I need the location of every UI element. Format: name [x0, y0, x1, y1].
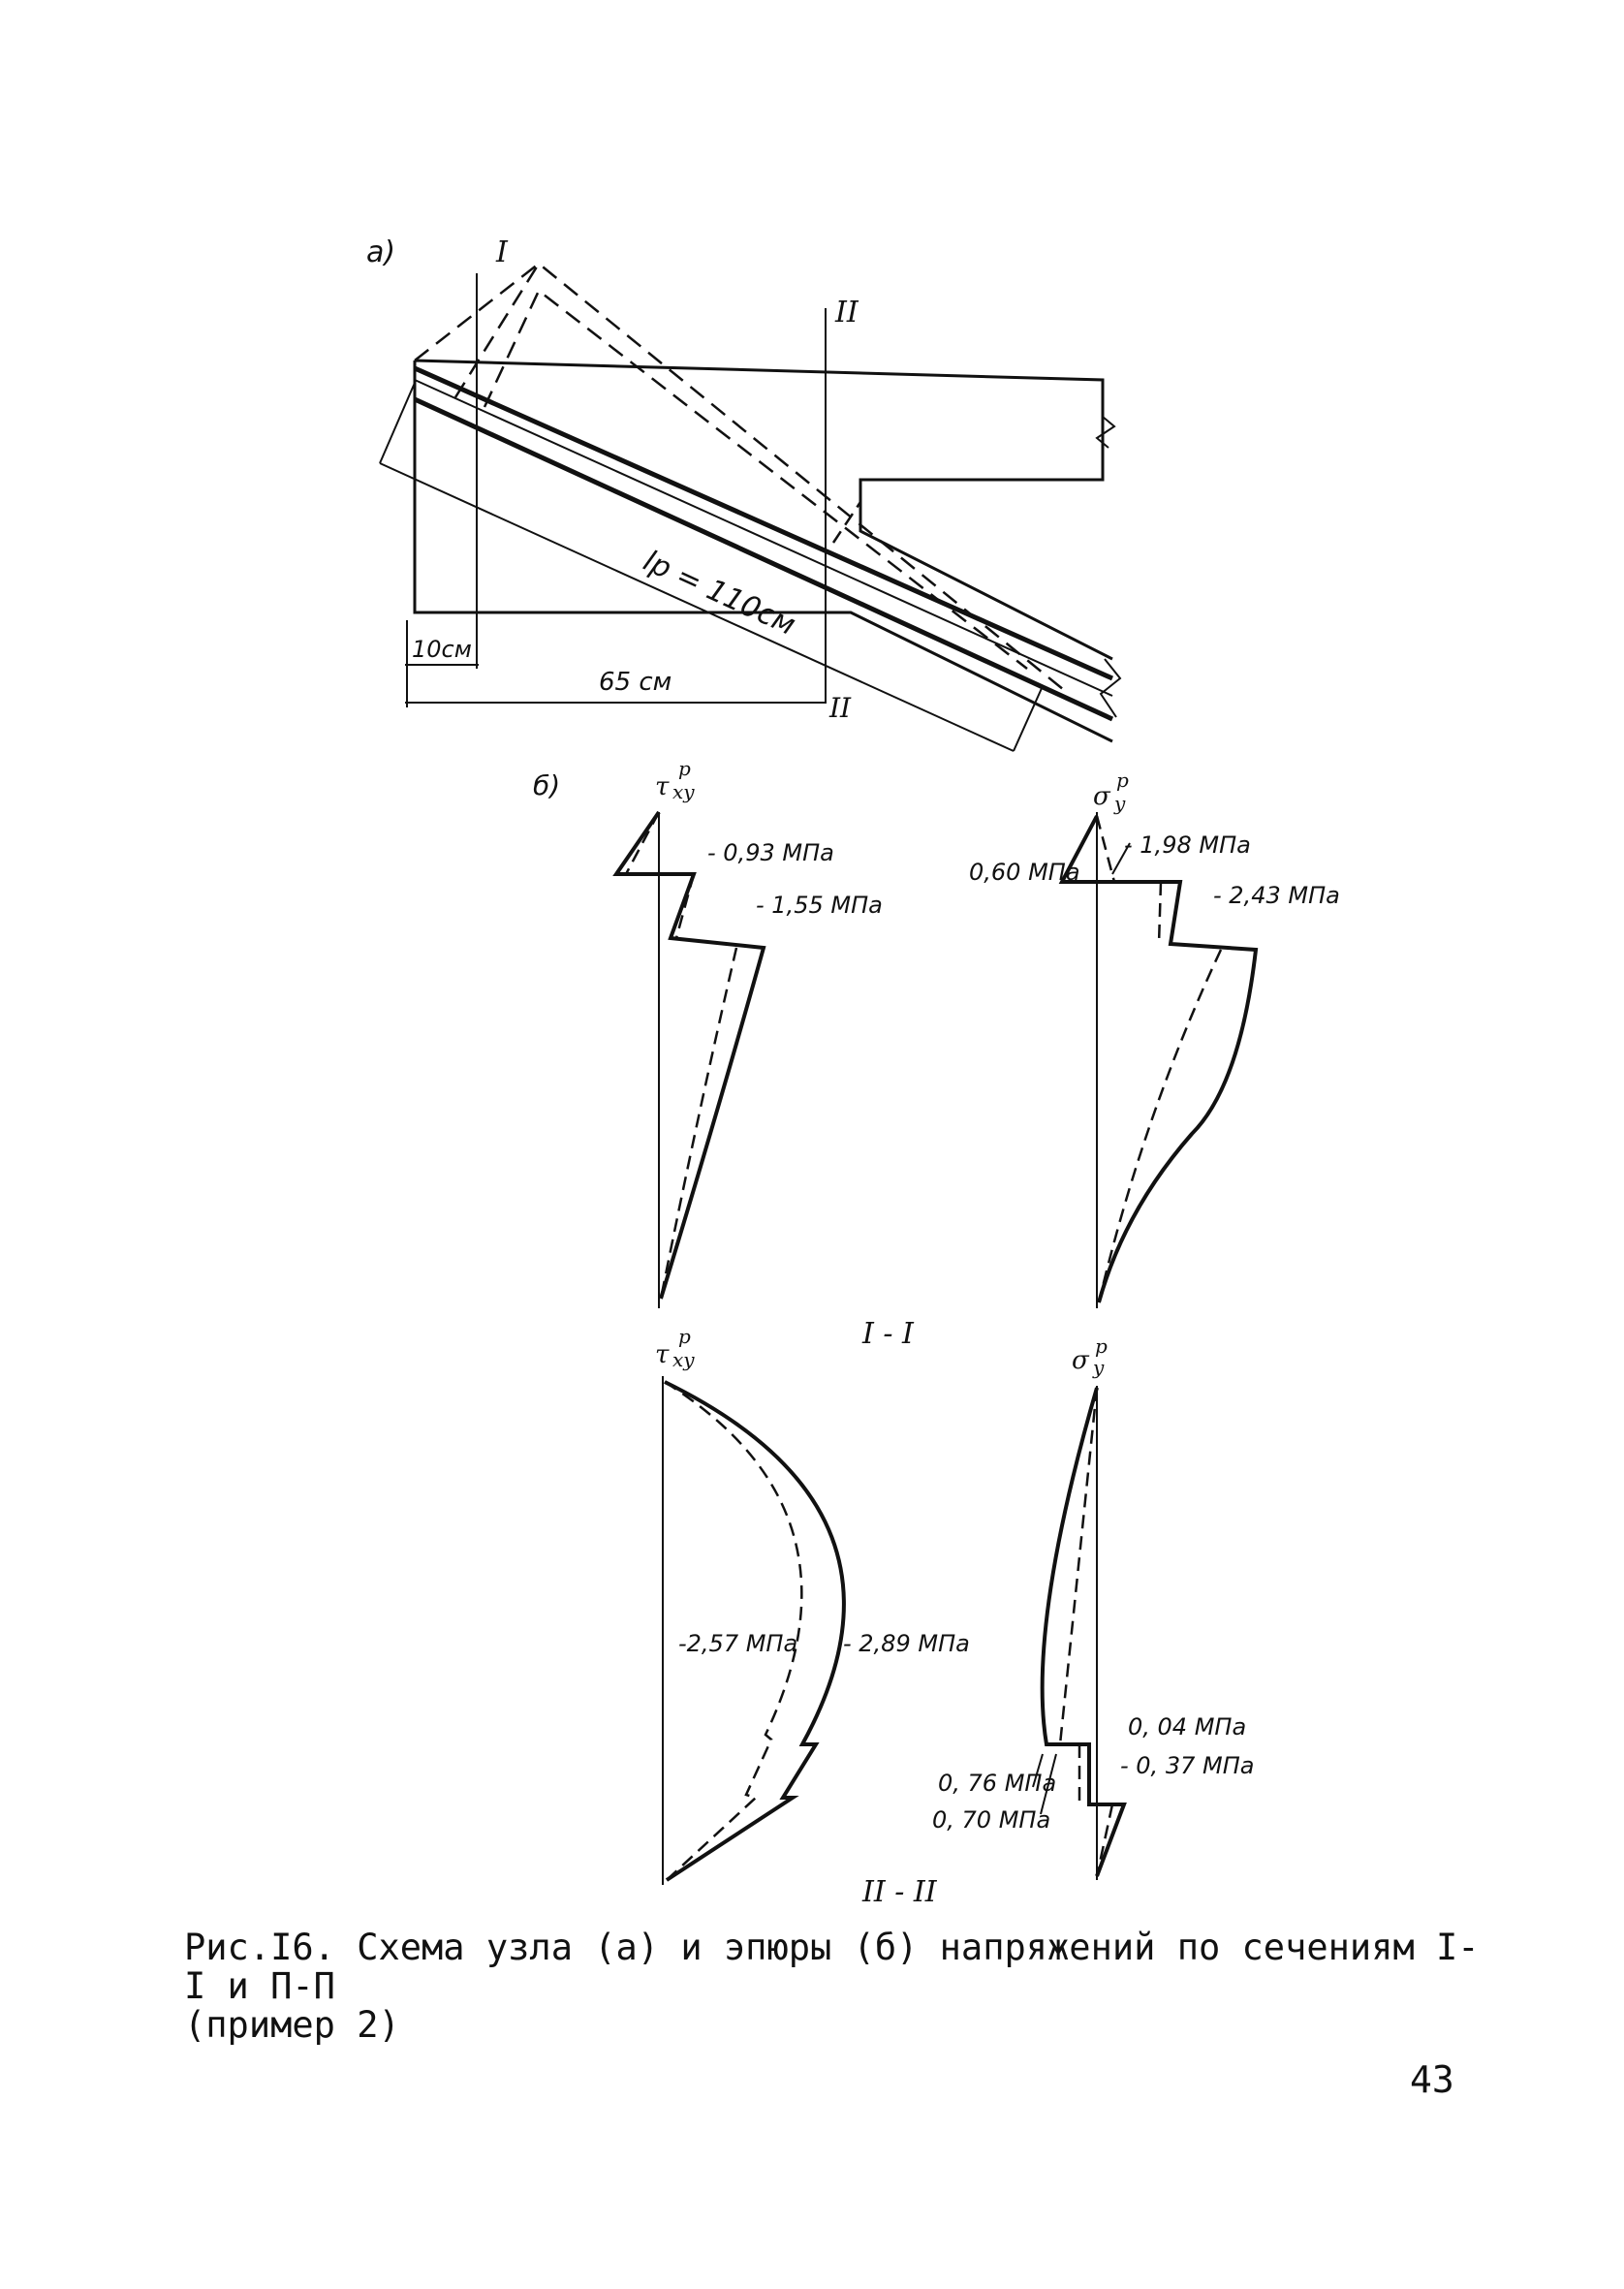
- sigma-i-value-2: - 1,98 МПа: [1124, 831, 1251, 859]
- sigma-sub-ii: y: [1092, 1356, 1105, 1379]
- leader-ii-sigma-070: [1040, 1753, 1057, 1815]
- sigma-sup-i: р: [1116, 768, 1129, 792]
- section-ii-top-label: II: [834, 296, 859, 329]
- sigma-ii-value-1: 0, 04 МПа: [1128, 1713, 1246, 1740]
- sigma-sup-ii: р: [1095, 1334, 1108, 1358]
- sigma-sub-i: y: [1113, 792, 1126, 815]
- dim-65-label: 65 см: [599, 668, 671, 697]
- curve-ii-sigma-dashed: [1058, 1387, 1114, 1877]
- sigma-i-value-1: 0,60 МПа: [969, 859, 1080, 886]
- diagram-i-sigma: [1058, 812, 1259, 1308]
- section-i-top-label: I: [495, 235, 509, 269]
- panel-a-joint-scheme: [379, 262, 1122, 752]
- curve-i-sigma-dashed: [1095, 815, 1223, 1303]
- figure-caption: Рис.I6. Схема узла (а) и эпюры (б) напря…: [184, 1928, 1483, 2045]
- strut-lower-line: [413, 396, 1114, 722]
- curve-i-tau-dashed: [624, 811, 738, 1300]
- tau-sub-i: xy: [672, 780, 695, 803]
- force-triangle-inner: [453, 263, 1028, 670]
- curve-i-tau-solid: [612, 810, 766, 1300]
- tau-ii-value-1: -2,57 МПа: [678, 1630, 797, 1657]
- tau-sup-ii: р: [678, 1325, 691, 1348]
- tau-sub-ii: xy: [672, 1348, 695, 1371]
- section-i-title: I - I: [861, 1317, 915, 1351]
- section-ii-bottom-label: II: [828, 692, 852, 724]
- section-ii-title: II - II: [861, 1875, 938, 1909]
- lp-dimension-label: lр = 110см: [639, 544, 800, 643]
- curve-ii-sigma-solid: [1040, 1387, 1127, 1877]
- sigma-ii-value-3: 0, 76 МПа: [938, 1770, 1056, 1797]
- sigma-ii-value-2: - 0, 37 МПа: [1120, 1752, 1254, 1779]
- strut-upper-line: [413, 365, 1114, 681]
- force-triangle-outer: [414, 262, 1065, 691]
- leader-ii-sigma-076: [1032, 1753, 1044, 1788]
- tau-ii-value-2: - 2,89 МПа: [843, 1630, 970, 1657]
- break-mark-right: [1095, 416, 1116, 449]
- tau-i-value-2: - 1,55 МПа: [756, 892, 883, 919]
- panel-a-label: а): [366, 235, 395, 269]
- force-line-mid: [831, 501, 862, 544]
- lp-extension-right: [1013, 685, 1044, 752]
- dim-10-label: 10см: [412, 636, 472, 663]
- lp-dimension-line: [379, 462, 1015, 752]
- diagram-i-tau: [612, 810, 766, 1308]
- page-number: 43: [1410, 2058, 1454, 2101]
- curve-ii-tau-solid: [664, 1380, 846, 1882]
- tau-symbol-ii: τ: [655, 1340, 670, 1369]
- break-mark-strut: [1099, 658, 1122, 718]
- sigma-symbol-ii: σ: [1072, 1346, 1090, 1375]
- diagram-ii-sigma: [1032, 1386, 1127, 1880]
- caption-line-1: Рис.I6. Схема узла (а) и эпюры (б) напря…: [184, 1927, 1480, 2007]
- panel-b-label: б): [533, 769, 560, 801]
- strut-axis-line: [414, 379, 1113, 697]
- sigma-symbol-i: σ: [1093, 782, 1111, 811]
- tau-symbol-i: τ: [655, 772, 670, 801]
- tau-sup-i: р: [678, 757, 691, 780]
- diagram-ii-tau: [662, 1376, 846, 1885]
- lp-extension-left: [379, 382, 416, 464]
- tau-i-value-1: - 0,93 МПа: [707, 839, 834, 866]
- curve-i-sigma-solid: [1058, 815, 1259, 1303]
- caption-line-2: (пример 2): [184, 2004, 400, 2046]
- sigma-i-value-3: - 2,43 МПа: [1213, 882, 1340, 909]
- sigma-ii-value-4: 0, 70 МПа: [932, 1806, 1050, 1834]
- leader-i-sigma-1: [1111, 842, 1131, 875]
- block-outline: [413, 359, 1113, 743]
- curve-ii-tau-dashed: [664, 1380, 803, 1881]
